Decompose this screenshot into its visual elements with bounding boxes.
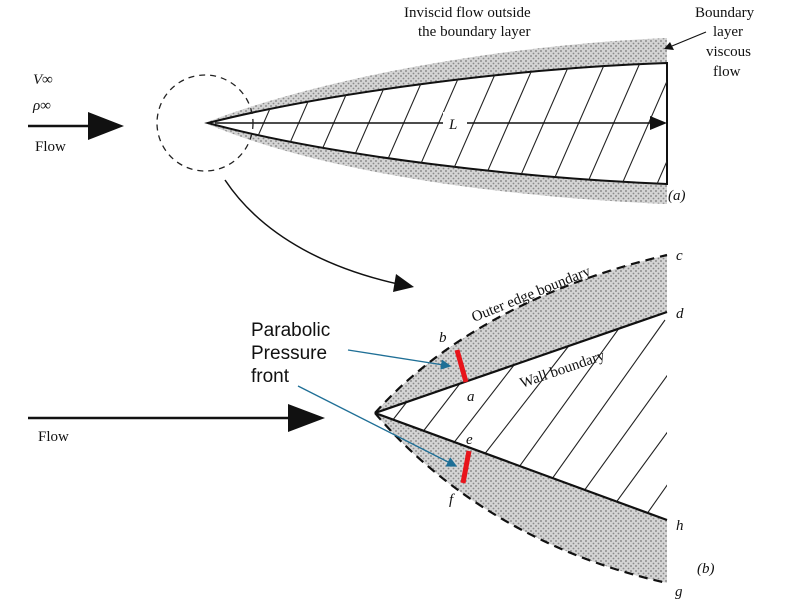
point-label-h: h bbox=[676, 518, 684, 534]
length-arrowhead bbox=[650, 116, 667, 130]
length-label: L bbox=[448, 117, 457, 133]
figure-a: L V∞ ρ∞ Flow Inviscid flow outside the b… bbox=[28, 5, 755, 292]
annotation-arrow-upper bbox=[347, 349, 452, 370]
v-infinity-label: V∞ bbox=[33, 72, 53, 88]
point-label-b: b bbox=[439, 330, 447, 346]
annotation-line3: front bbox=[251, 366, 290, 387]
bl-label-line4: flow bbox=[713, 64, 741, 80]
upper-outer-edge bbox=[374, 253, 668, 414]
bl-label-line3: viscous bbox=[706, 44, 751, 60]
bl-label-line1: Boundary bbox=[695, 5, 755, 21]
point-label-c: c bbox=[676, 248, 683, 264]
plate-body-b bbox=[375, 312, 667, 520]
zoom-arrowhead bbox=[393, 274, 414, 292]
flow-arrow-a-head bbox=[88, 112, 124, 140]
lower-outer-edge bbox=[374, 412, 668, 585]
annotation-line1: Parabolic bbox=[251, 320, 330, 341]
bl-label-line2: layer bbox=[713, 24, 743, 40]
lower-boundary-layer bbox=[375, 413, 667, 583]
bl-pointer bbox=[671, 31, 707, 47]
annotation-arrow-lower bbox=[297, 385, 458, 467]
panel-label-b: (b) bbox=[697, 561, 715, 577]
bl-pointer-head bbox=[664, 42, 674, 50]
zoom-arrow bbox=[224, 179, 399, 285]
annotation-line2: Pressure bbox=[251, 343, 327, 364]
point-label-g: g bbox=[675, 584, 683, 600]
inviscid-label-line1: Inviscid flow outside bbox=[404, 5, 531, 21]
flow-label-a: Flow bbox=[35, 139, 66, 155]
upper-boundary-layer bbox=[375, 255, 667, 413]
point-label-d: d bbox=[676, 306, 684, 322]
flow-label-b: Flow bbox=[38, 429, 69, 445]
point-label-f: f bbox=[449, 492, 455, 508]
point-label-e: e bbox=[466, 432, 473, 448]
upper-pressure-front bbox=[454, 349, 469, 383]
upper-wall-boundary bbox=[374, 310, 668, 415]
inviscid-label-line2: the boundary layer bbox=[418, 24, 530, 40]
lower-wall-boundary bbox=[374, 411, 668, 522]
figure-b: Parabolic Pressure front Flow Outer edge… bbox=[28, 248, 715, 600]
flow-arrow-b-head bbox=[288, 404, 325, 432]
rho-infinity-label: ρ∞ bbox=[32, 98, 51, 114]
panel-label-a: (a) bbox=[668, 188, 686, 204]
lower-pressure-front bbox=[460, 450, 472, 484]
point-label-a: a bbox=[467, 389, 475, 405]
zoom-circle bbox=[156, 74, 254, 172]
